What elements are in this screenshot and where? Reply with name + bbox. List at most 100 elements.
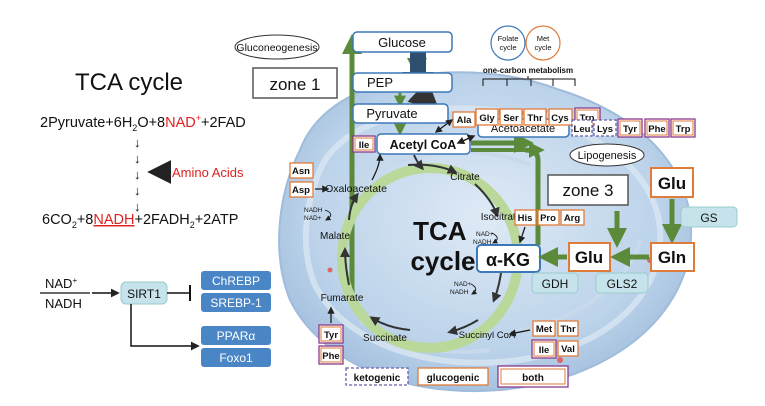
svg-text:↓: ↓: [134, 135, 141, 150]
svg-text:↓: ↓: [134, 183, 141, 198]
gdh-box: [531, 272, 579, 294]
succinate-label: Succinate: [363, 333, 407, 344]
svg-text:Phe: Phe: [322, 351, 339, 362]
svg-text:↓: ↓: [134, 151, 141, 166]
svg-text:Ile: Ile: [539, 345, 550, 356]
equation-bottom: 6CO2+8NADH+2FADH2+2ATP: [42, 212, 238, 230]
ppara-label: PPARα: [217, 329, 256, 343]
keton-body-label: Keton body: [498, 107, 548, 117]
legend-glucogenic-box: [417, 367, 489, 386]
foxo1-box: [201, 348, 271, 367]
reaction-down-arrows: ↓ ↓ ↓ ↓ ↓: [134, 135, 141, 214]
svg-text:Thr: Thr: [560, 324, 576, 335]
ala-group: Ala: [434, 111, 476, 133]
svg-text:Ile: Ile: [359, 140, 370, 151]
met-cycle-circle: [525, 25, 561, 61]
svg-text:Phe: Phe: [648, 124, 665, 135]
cycle-arrows: [340, 154, 503, 336]
ppara-box: [201, 326, 271, 345]
gln-box: [650, 242, 695, 272]
svg-text:NAD+: NAD+: [454, 281, 472, 288]
ala-arrow: [434, 119, 454, 133]
one-carbon-label: one-carbon metabolism: [483, 66, 573, 75]
svg-text:↓: ↓: [134, 199, 141, 214]
svg-text:Pro: Pro: [540, 213, 556, 224]
zone1-box: [252, 67, 338, 99]
svg-text:Thr: Thr: [527, 113, 543, 124]
glucose-label: Glucose: [378, 35, 426, 50]
svg-text:Asn: Asn: [292, 166, 310, 177]
succinyl-coa-label: Succinyl CoA: [459, 330, 516, 341]
glu-right-box: [568, 242, 611, 272]
svg-text:Trp: Trp: [580, 113, 595, 124]
legend-both-label: both: [522, 373, 544, 384]
srebp1-label: SREBP-1: [210, 296, 262, 310]
folate-cycle-circle: [490, 25, 526, 61]
fumarate-label: Fumarate: [321, 293, 364, 304]
svg-text:NADH: NADH: [304, 207, 323, 214]
svg-text:NAD+: NAD+: [304, 215, 322, 222]
gs-label: GS: [700, 211, 717, 225]
acetoacetate-arrow: [456, 134, 476, 145]
chrebp-box: [201, 271, 271, 290]
svg-text:↓: ↓: [134, 167, 141, 182]
svg-text:NAD+: NAD+: [476, 231, 494, 238]
his-pro-arg-group: His Pro Arg: [514, 209, 585, 244]
amino-acids-label: Amino Acids: [172, 165, 244, 180]
pep-label: PEP: [367, 75, 393, 90]
svg-text:Trp: Trp: [676, 124, 691, 135]
ketone-amino-acids: Leu Lys Tyr Phe Trp: [571, 118, 696, 138]
sirt1-activation-line: [130, 304, 200, 351]
legend-ketogenic-box: [345, 367, 409, 386]
sirt1-targets: ChREBP SREBP-1 PPARα Foxo1: [201, 271, 271, 367]
ratio-denominator: NADH: [45, 296, 82, 311]
glu-zone3-label: Glu: [658, 174, 686, 193]
ile-top-group: Ile: [352, 135, 376, 153]
sirt1-label: SIRT1: [127, 287, 161, 301]
svg-text:Leu: Leu: [574, 124, 591, 135]
oxaloacetate-to-acetylcoa-arrow: [371, 153, 384, 181]
chrebp-label: ChREBP: [212, 274, 260, 288]
svg-text:Lys: Lys: [597, 124, 613, 135]
svg-text:Arg: Arg: [564, 213, 581, 224]
gluconeogenesis-oval: [234, 34, 320, 60]
one-carbon-amino-acids: Gly Ser Thr Cys Trp: [475, 107, 601, 127]
pep-to-pyruvate-dark-arrow: [407, 79, 440, 112]
svg-text:Tyr: Tyr: [324, 330, 338, 341]
ratio-numerator: NAD+: [45, 276, 77, 291]
ala-label: Ala: [457, 115, 473, 126]
svg-text:Tyr: Tyr: [623, 124, 637, 135]
citrate-label: Citrate: [450, 172, 480, 183]
oxaloacetate-label: Oxaloacetate: [325, 183, 387, 195]
lipogenesis-label: Lipogenesis: [578, 150, 637, 162]
panel-title: TCA cycle: [75, 69, 183, 96]
succinyl-amino-acids: Met Thr Ile Val: [508, 320, 579, 359]
gls2-label: GLS2: [607, 277, 638, 291]
svg-text:NADH: NADH: [473, 239, 492, 246]
zone3-box: [547, 174, 629, 206]
svg-text:Gly: Gly: [479, 113, 495, 124]
zone3-label: zone 3: [562, 181, 613, 200]
glu-right-label: Glu: [575, 248, 603, 267]
gls2-box: [595, 272, 649, 294]
svg-text:Cys: Cys: [551, 113, 568, 124]
cofactor-pair-malate: NADH NAD+: [304, 207, 332, 222]
akg-label: α-KG: [486, 250, 530, 270]
cofactor-pair-isocitrate: NAD+ NADH: [473, 231, 499, 246]
gs-box: [680, 206, 738, 228]
malate-label: Malate: [320, 231, 350, 242]
glu-zone3-box: [650, 167, 694, 198]
svg-text:Asp: Asp: [292, 185, 310, 196]
srebp1-box: [201, 293, 271, 312]
svg-text:Val: Val: [561, 344, 575, 355]
svg-text:His: His: [518, 213, 533, 224]
pyruvate-label: Pyruvate: [366, 106, 417, 121]
foxo1-label: Foxo1: [219, 351, 253, 365]
pep-box: [352, 72, 453, 93]
acetoacetate-label: Acetoacetate: [491, 123, 555, 135]
pyruvate-box: [352, 103, 449, 124]
cofactor-pair-succinyl: NAD+ NADH: [450, 281, 478, 296]
